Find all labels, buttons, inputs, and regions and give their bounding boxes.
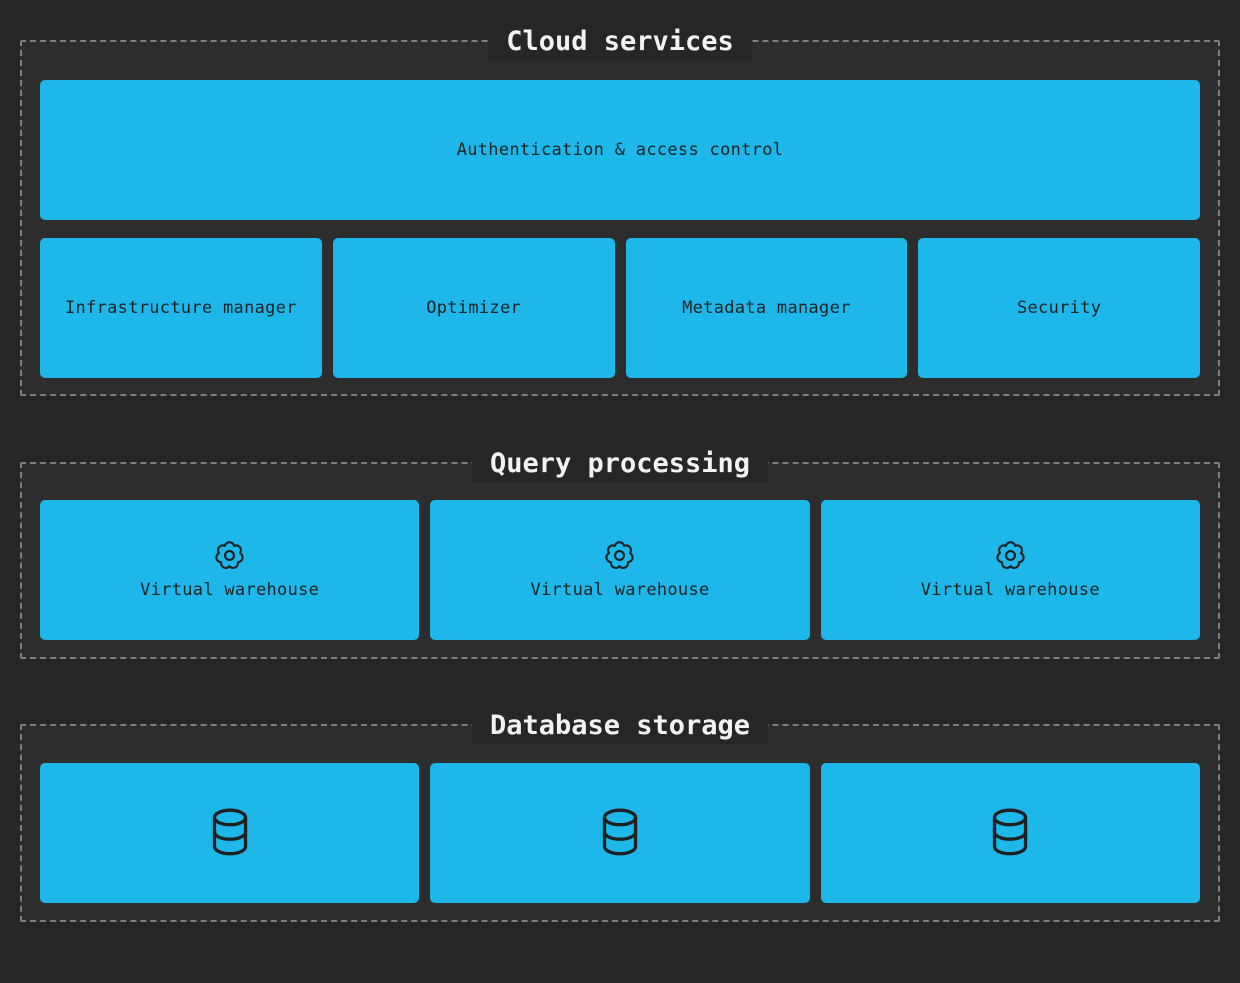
box-virtual-warehouse: Virtual warehouse [40,500,420,640]
gear-icon [604,540,635,571]
row [40,763,1200,903]
section-query-processing: Query processing Virtual warehouse Virtu… [20,446,1220,659]
box-infrastructure-manager: Infrastructure manager [40,238,322,378]
box-label: Virtual warehouse [530,580,710,600]
box-label: Authentication & access control [456,140,784,160]
box-optimizer: Optimizer [332,238,615,378]
box-label: Infrastructure manager [64,298,297,318]
row: Authentication & access control [40,80,1200,220]
box-virtual-warehouse: Virtual warehouse [820,500,1200,640]
box-label: Security [1016,298,1102,318]
box-virtual-warehouse: Virtual warehouse [430,500,810,640]
box-label: Metadata manager [682,298,851,318]
box-authentication-access-control: Authentication & access control [40,80,1200,220]
database-icon [205,804,255,862]
gear-icon [995,540,1026,571]
box-security: Security [918,238,1200,378]
box-label: Optimizer [426,298,522,318]
row: Infrastructure manager Optimizer Metadat… [40,238,1200,378]
section-database-storage: Database storage [20,708,1220,922]
box-database [820,763,1200,903]
box-label: Virtual warehouse [920,580,1100,600]
section-title-cloud-services: Cloud services [488,24,752,60]
database-icon [595,804,645,862]
section-cloud-services: Cloud services Authentication & access c… [20,24,1220,396]
box-label: Virtual warehouse [140,580,320,600]
section-title-database-storage: Database storage [471,708,769,744]
gear-icon [214,540,245,571]
database-icon [985,804,1035,862]
architecture-diagram: { "colors": { "page_bg": "#262626", "sec… [0,24,1240,983]
box-database [40,763,420,903]
box-metadata-manager: Metadata manager [625,238,908,378]
box-database [430,763,810,903]
section-title-query-processing: Query processing [471,446,769,482]
row: Virtual warehouse Virtual warehouse Virt… [40,500,1200,640]
